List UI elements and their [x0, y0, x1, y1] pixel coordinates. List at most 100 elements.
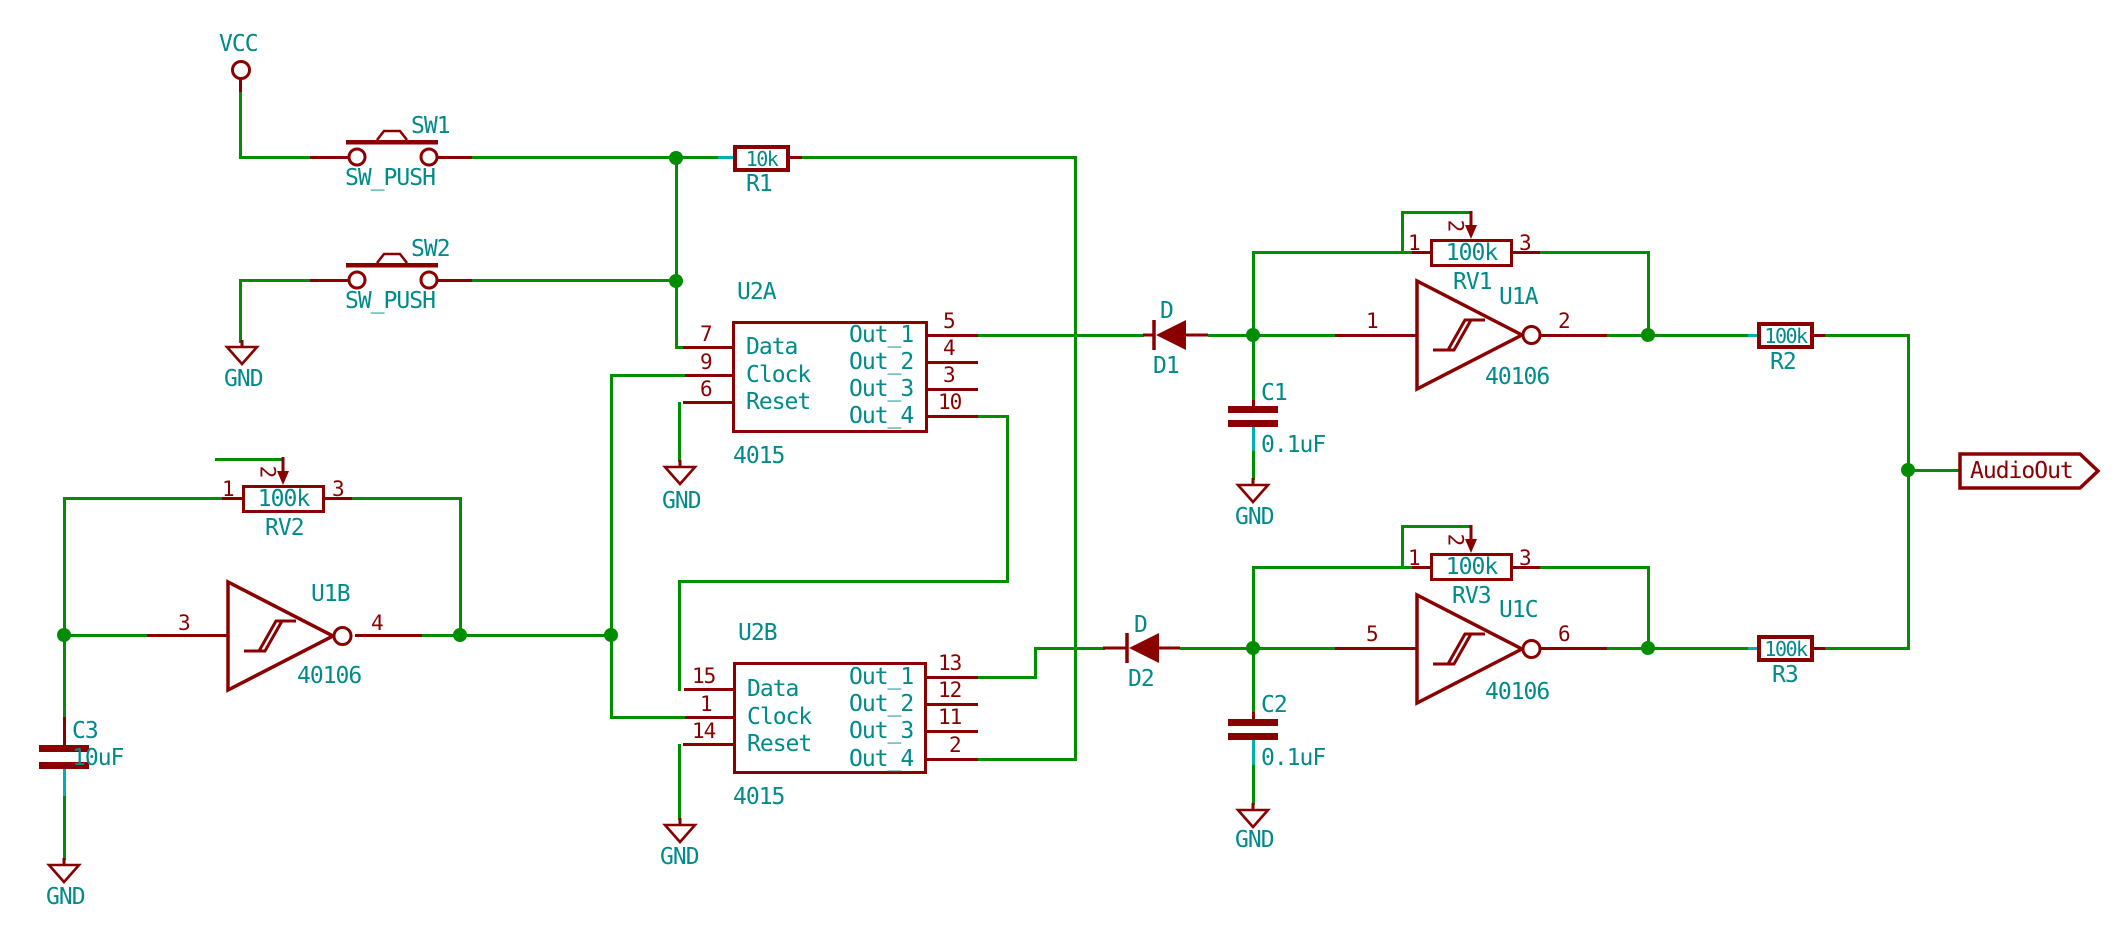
capacitor-c2: [1228, 733, 1278, 740]
wire: [422, 634, 613, 637]
audio-out-label: AudioOut: [1970, 458, 2074, 484]
gnd-symbol: [662, 460, 698, 486]
gnd-label: GND: [662, 488, 702, 514]
u2b-pin-name: Reset: [747, 731, 812, 757]
wire: [215, 458, 284, 461]
u1b-ref: U1B: [311, 581, 351, 607]
u1b-pin: [147, 634, 228, 637]
capacitor-c1: [1228, 420, 1278, 427]
wire: [1035, 647, 1105, 650]
u2b-ref: U2B: [738, 620, 778, 646]
u1a-pin-number: 2: [1558, 309, 1571, 333]
wire: [239, 92, 242, 159]
rv2-pin-number: 3: [332, 477, 345, 501]
c2-ref: C2: [1261, 692, 1288, 718]
sw2-lead: [437, 279, 472, 282]
wire: [1253, 251, 1413, 254]
rv3-lead: [1412, 566, 1430, 569]
u2a-pin-name: Data: [746, 334, 798, 360]
u2b-pin: [685, 716, 734, 719]
u2a-pin-number: 3: [943, 363, 956, 387]
wire: [679, 580, 1009, 583]
resistor-r3: 100k: [1757, 635, 1814, 662]
wire: [1252, 647, 1255, 714]
wire: [1401, 211, 1404, 254]
u1a-value: 40106: [1485, 364, 1550, 390]
wire: [459, 497, 462, 637]
u2a-pin-name: Out_3: [849, 376, 914, 402]
wire: [63, 795, 66, 860]
gnd-symbol: [46, 858, 82, 884]
rv1-value: 100k: [1445, 239, 1498, 266]
r1-ref: R1: [746, 171, 773, 197]
wire: [1208, 334, 1336, 337]
wire: [676, 156, 718, 159]
c2-lead: [1252, 712, 1255, 720]
u1a-pin: [1540, 334, 1607, 337]
u2a-ref: U2A: [737, 279, 777, 305]
u2a-pin: [683, 401, 733, 404]
switch-symbol: [346, 129, 439, 167]
u2b-pin: [927, 730, 978, 733]
wire: [1607, 334, 1748, 337]
wire: [611, 716, 685, 719]
u2a-pin-name: Reset: [746, 389, 811, 415]
u2b-pin-name: Out_2: [849, 691, 914, 717]
u2a-pin-number: 9: [700, 350, 713, 374]
wire: [678, 580, 681, 691]
u2a-pin-number: 6: [700, 377, 713, 401]
capacitor-c2: [1228, 719, 1278, 726]
rv2-lead: [325, 497, 352, 500]
rv2-value: 100k: [257, 485, 310, 512]
wire: [978, 415, 1008, 418]
wire: [470, 156, 678, 159]
d2-name: D: [1134, 612, 1148, 638]
sw1-value: SW_PUSH: [345, 165, 436, 191]
u2a-pin-number: 4: [943, 336, 956, 360]
c1-lead-stub: [1252, 427, 1255, 451]
r3-ref: R3: [1772, 662, 1799, 688]
u2a-pin-name: Out_2: [849, 349, 914, 375]
wire: [802, 156, 1076, 159]
rv3-pin-number: 3: [1519, 546, 1532, 570]
gnd-symbol: [1235, 803, 1271, 829]
vcc-label: VCC: [219, 31, 259, 57]
wire: [1540, 566, 1648, 569]
wire: [1647, 251, 1650, 336]
d1-ref: D1: [1153, 353, 1180, 379]
wire: [675, 346, 685, 349]
u2a-pin-number: 7: [700, 322, 713, 346]
wire: [1401, 525, 1404, 569]
u1c-ref: U1C: [1499, 597, 1539, 623]
wire: [978, 676, 1037, 679]
u1c-pin: [1335, 647, 1417, 650]
rv1-pin-number: 3: [1519, 231, 1532, 255]
rv3-lead: [1512, 566, 1540, 569]
vcc-pin: [239, 79, 242, 92]
u1b-pin: [355, 634, 422, 637]
wire: [1908, 469, 1962, 472]
gnd-label: GND: [1235, 827, 1275, 853]
capacitor-c1: [1228, 406, 1278, 413]
u2a-pin: [928, 334, 978, 337]
u2b-pin-number: 12: [938, 678, 962, 702]
r2-lead-stub: [1748, 334, 1758, 337]
sw2-lead: [310, 279, 349, 282]
diode-symbol: [1103, 633, 1180, 663]
junction-dot: [453, 628, 467, 642]
wire: [63, 497, 66, 637]
junction-dot: [669, 274, 683, 288]
junction-dot: [604, 628, 618, 642]
u2b-pin-number: 15: [692, 664, 716, 688]
c2-lead-stub: [1252, 740, 1255, 765]
gnd-label: GND: [46, 884, 86, 910]
vcc-symbol: [231, 60, 251, 80]
potentiometer-rv1: 100k: [1430, 239, 1513, 267]
c1-value: 0.1uF: [1261, 432, 1326, 458]
sw2-value: SW_PUSH: [345, 288, 436, 314]
rv1-pin-number: 2: [1443, 219, 1468, 232]
c3-value: 10uF: [72, 745, 124, 771]
r3-value: 100k: [1764, 636, 1808, 661]
wire: [240, 279, 310, 282]
